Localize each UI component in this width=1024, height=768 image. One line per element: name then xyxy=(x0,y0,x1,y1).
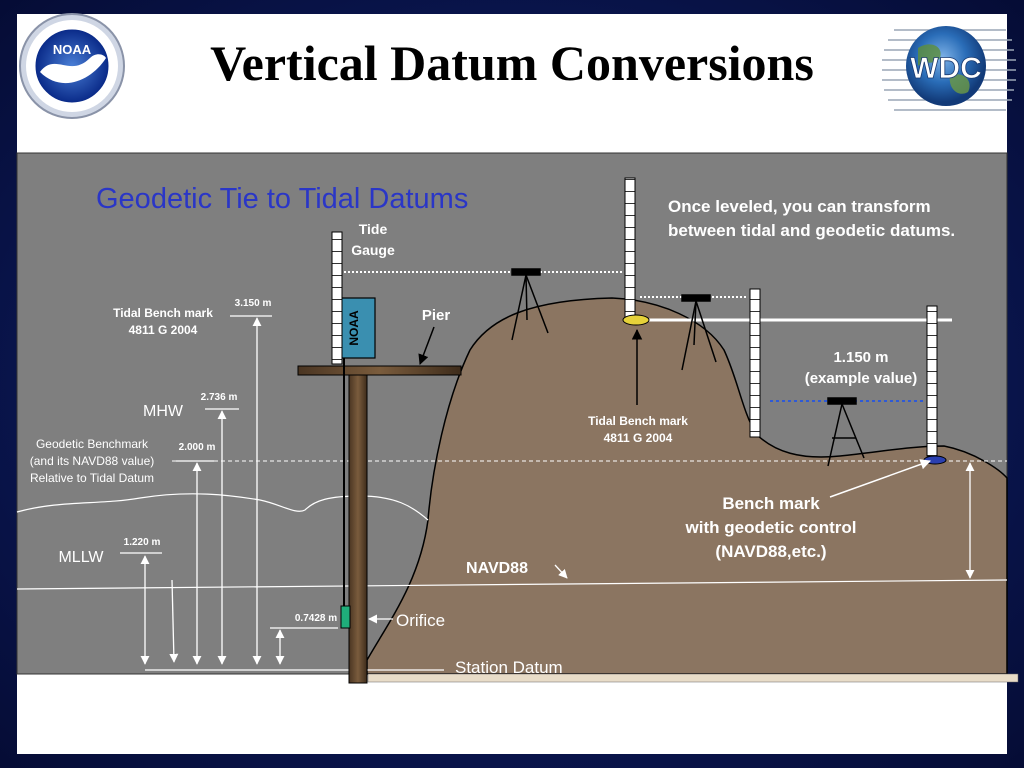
pier-label: Pier xyxy=(422,307,451,324)
geodetic-bm-label-2: (and its NAVD88 value) xyxy=(30,454,155,468)
tidal-bm-left-label-1: Tidal Bench mark xyxy=(113,306,213,320)
orifice-sensor xyxy=(340,605,351,629)
wdc-logo: WDC xyxy=(882,26,1016,111)
tidal-bm-left-label-2: 4811 G 2004 xyxy=(129,323,198,337)
geodetic-bm-label-3: Relative to Tidal Datum xyxy=(30,471,154,485)
level-instrument-2 xyxy=(681,294,717,371)
example-value-label-1: 1.150 m xyxy=(833,349,888,366)
geodetic-control-label-3: (NAVD88,etc.) xyxy=(715,542,826,561)
value-07428: 0.7428 m xyxy=(295,613,337,624)
orifice-label: Orifice xyxy=(396,611,445,630)
value-3150: 3.150 m xyxy=(235,298,272,309)
level-rod-right xyxy=(749,288,761,438)
level-rod-far-right xyxy=(926,305,938,457)
geodetic-control-label-2: with geodetic control xyxy=(685,518,857,537)
wdc-logo-text: WDC xyxy=(910,52,982,85)
diagram-heading: Geodetic Tie to Tidal Datums xyxy=(96,183,468,215)
ground-strip xyxy=(367,673,1019,683)
navd88-pointer-arrow xyxy=(554,564,568,579)
value-2736: 2.736 m xyxy=(201,392,238,403)
example-value-label-2: (example value) xyxy=(805,370,918,387)
pier-post xyxy=(348,374,368,684)
geodetic-bm-pointer-arrow xyxy=(829,459,931,498)
ground-hill xyxy=(366,297,1008,675)
noaa-logo: NOAA xyxy=(19,13,125,119)
arrow-navd88-offset xyxy=(169,579,179,663)
tidal-bm-center-label-2: 4811 G 2004 xyxy=(604,431,673,445)
navd88-line xyxy=(16,579,1008,590)
noaa-box-label: NOAA xyxy=(347,310,361,346)
pier-deck xyxy=(297,365,462,376)
value-1220: 1.220 m xyxy=(124,537,161,548)
slide-title: Vertical Datum Conversions xyxy=(210,35,814,91)
level-rod-gauge xyxy=(331,231,343,365)
tidal-bm-center-label-1: Tidal Bench mark xyxy=(588,414,688,428)
level-instrument-1 xyxy=(511,268,549,341)
geodetic-bm-label-1: Geodetic Benchmark xyxy=(36,437,149,451)
station-datum-label: Station Datum xyxy=(455,658,563,677)
tidal-bench-mark-disk xyxy=(622,314,650,326)
note-line-2: between tidal and geodetic datums. xyxy=(668,221,955,240)
tide-gauge-label-2: Gauge xyxy=(351,242,395,258)
tide-gauge-label-1: Tide xyxy=(359,221,388,237)
geodetic-bench-mark-disk xyxy=(923,455,947,465)
mllw-label: MLLW xyxy=(58,549,104,566)
value-2000: 2.000 m xyxy=(179,442,216,453)
mhw-label: MHW xyxy=(143,403,184,420)
level-rod-center xyxy=(624,177,636,319)
noaa-logo-text: NOAA xyxy=(53,42,92,57)
geodetic-control-label-1: Bench mark xyxy=(722,494,820,513)
noaa-gauge-box xyxy=(340,297,376,359)
pier-pointer-arrow xyxy=(418,326,435,365)
noaa-bird-icon xyxy=(40,54,106,84)
navd88-label: NAVD88 xyxy=(466,560,528,577)
level-instrument-3 xyxy=(827,397,865,467)
note-line-1: Once leveled, you can transform xyxy=(668,197,931,216)
